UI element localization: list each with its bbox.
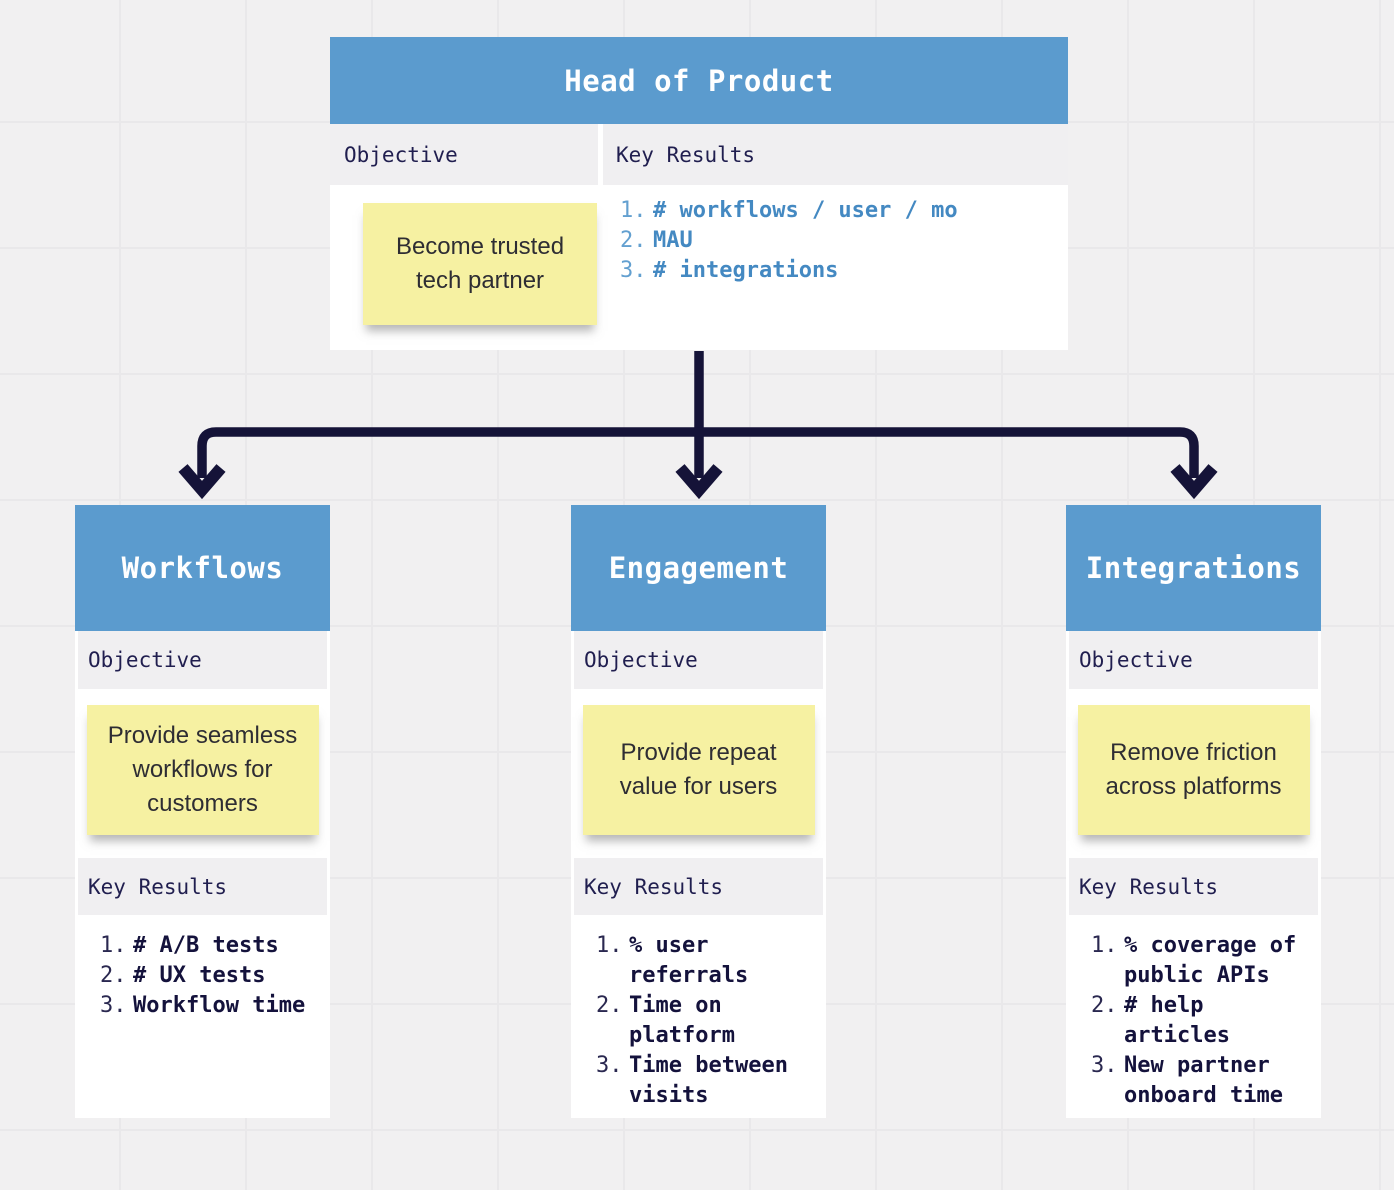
key-results-area: 1. # A/B tests 2. # UX tests 3. Workflow…	[75, 915, 330, 1118]
key-result-number: 3.	[1091, 1053, 1118, 1078]
card-title: Integrations	[1085, 551, 1302, 585]
key-result-number: 1.	[1091, 933, 1118, 958]
sticky-note-objective[interactable]: Provide seamless workflows for customers	[86, 705, 319, 835]
key-result-item: 1. % coverage of public APIs	[1091, 931, 1313, 991]
sticky-note-objective[interactable]: Remove friction across platforms	[1077, 705, 1310, 835]
key-result-text: MAU	[653, 228, 693, 253]
key-result-number: 3.	[596, 1053, 623, 1078]
arrowhead-right-icon	[1170, 464, 1218, 500]
key-result-number: 1.	[620, 198, 647, 223]
key-result-number: 2.	[100, 963, 127, 988]
key-result-number: 3.	[620, 258, 647, 283]
key-result-text: # workflows / user / mo	[653, 198, 958, 223]
card-title: Head of Product	[564, 63, 834, 98]
key-result-item: 3. Time between visits	[596, 1051, 818, 1111]
objective-section-label: Objective	[574, 631, 823, 689]
key-result-number: 2.	[620, 228, 647, 253]
arrowhead-center-icon	[675, 464, 723, 500]
card-body: Become trusted tech partner 1. # workflo…	[330, 185, 1068, 350]
key-results-list: 1. % user referrals 2. Time on platform …	[596, 931, 818, 1111]
key-result-item: 1. # A/B tests	[100, 931, 322, 961]
sticky-note-text: Provide repeat value for users	[619, 739, 778, 800]
connector-branch-left	[197, 427, 699, 478]
key-result-item: 1. # workflows / user / mo	[620, 196, 1050, 226]
key-result-number: 2.	[596, 993, 623, 1018]
sticky-note-objective[interactable]: Provide repeat value for users	[582, 705, 815, 835]
card-title-bar: Integrations	[1066, 505, 1321, 631]
key-result-text: Workflow time	[133, 993, 306, 1018]
card-title-bar: Engagement	[571, 505, 826, 631]
objective-section-label: Objective	[78, 631, 327, 689]
key-result-item: 2. MAU	[620, 226, 1050, 256]
key-result-text: Time between visits	[629, 1053, 788, 1108]
key-results-section-label: Key Results	[574, 858, 823, 915]
key-result-item: 3. New partner onboard time	[1091, 1051, 1313, 1111]
key-result-item: 2. # UX tests	[100, 961, 322, 991]
key-result-item: 2. # help articles	[1091, 991, 1313, 1051]
key-result-item: 2. Time on platform	[596, 991, 818, 1051]
sticky-note-text: Remove friction across platforms	[1105, 739, 1282, 800]
card-title-bar: Head of Product	[330, 37, 1068, 124]
key-result-item: 3. Workflow time	[100, 991, 322, 1021]
key-result-item: 3. # integrations	[620, 256, 1050, 286]
okr-card-head-of-product[interactable]: Head of Product Objective Key Results Be…	[330, 37, 1068, 350]
key-result-text: # help articles	[1124, 993, 1230, 1048]
key-results-list: 1. % coverage of public APIs 2. # help a…	[1091, 931, 1313, 1111]
card-title: Engagement	[608, 551, 789, 585]
okr-card-integrations[interactable]: Integrations Objective Remove friction a…	[1066, 505, 1321, 1118]
arrowhead-left-icon	[178, 464, 226, 500]
objective-area: Provide repeat value for users	[571, 689, 826, 858]
key-result-text: % coverage of public APIs	[1124, 933, 1297, 988]
key-results-area: 1. % coverage of public APIs 2. # help a…	[1066, 915, 1321, 1118]
objective-section-label: Objective	[1069, 631, 1318, 689]
key-result-number: 2.	[1091, 993, 1118, 1018]
key-result-text: New partner onboard time	[1124, 1053, 1283, 1108]
key-results-area: 1. % user referrals 2. Time on platform …	[571, 915, 826, 1118]
key-result-text: # UX tests	[133, 963, 266, 988]
key-results-list: 1. # A/B tests 2. # UX tests 3. Workflow…	[100, 931, 322, 1021]
key-results-section-label: Key Results	[78, 858, 327, 915]
key-result-item: 1. % user referrals	[596, 931, 818, 991]
okr-card-workflows[interactable]: Workflows Objective Provide seamless wor…	[75, 505, 330, 1118]
key-result-number: 1.	[596, 933, 623, 958]
column-divider	[598, 124, 603, 185]
key-result-text: # integrations	[653, 258, 839, 283]
card-title-bar: Workflows	[75, 505, 330, 631]
key-result-number: 3.	[100, 993, 127, 1018]
key-result-text: # A/B tests	[133, 933, 279, 958]
key-results-section-label: Key Results	[1069, 858, 1318, 915]
key-results-list: 1. # workflows / user / mo 2. MAU 3. # i…	[620, 196, 1050, 286]
key-result-text: Time on platform	[629, 993, 735, 1048]
key-result-number: 1.	[100, 933, 127, 958]
key-results-section-label: Key Results	[603, 124, 1068, 185]
connector-branch-right	[699, 427, 1199, 478]
key-result-text: % user referrals	[629, 933, 749, 988]
okr-card-engagement[interactable]: Engagement Objective Provide repeat valu…	[571, 505, 826, 1118]
sticky-note-objective[interactable]: Become trusted tech partner	[363, 203, 597, 325]
objective-area: Provide seamless workflows for customers	[75, 689, 330, 858]
objective-area: Remove friction across platforms	[1066, 689, 1321, 858]
sticky-note-text: Provide seamless workflows for customers	[107, 722, 298, 817]
card-title: Workflows	[121, 551, 284, 585]
objective-section-label: Objective	[330, 124, 598, 185]
section-label-row: Objective Key Results	[330, 124, 1068, 185]
sticky-note-text: Become trusted tech partner	[395, 233, 565, 294]
